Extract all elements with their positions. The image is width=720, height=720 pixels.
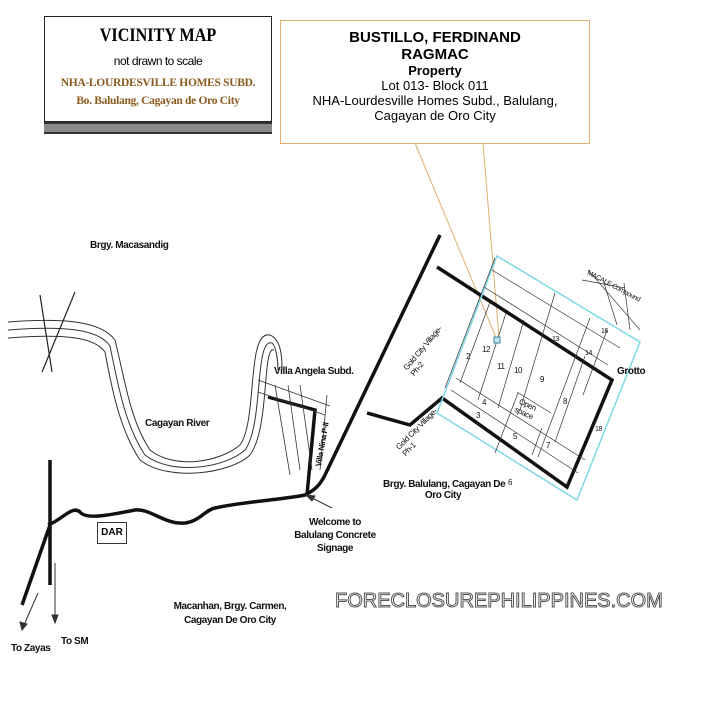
callout-lines [414, 142, 500, 341]
location-line-1: NHA-LOURDESVILLE HOMES SUBD. [60, 77, 256, 89]
lot-4: 4 [482, 398, 487, 407]
map-title: VICINITY MAP [99, 25, 217, 46]
cagayan-river [7, 319, 283, 474]
watermark: FORECLOSUREPHILIPPINES.COM [335, 590, 664, 613]
lot-7: 7 [546, 441, 551, 450]
owner-line-1: BUSTILLO, FERDINAND [349, 29, 521, 46]
label-to-zayas: To Zayas [11, 643, 51, 654]
title-box: VICINITY MAP not drawn to scale NHA-LOUR… [44, 16, 272, 122]
label-macasandig: Brgy. Macasandig [90, 240, 169, 251]
road-top-left [39, 291, 76, 373]
lot-11: 11 [497, 362, 505, 371]
address-line-1: NHA-Lourdesville Homes Subd., Balulang, [312, 93, 558, 108]
lot-9: 9 [540, 375, 545, 384]
title-box-shadow [44, 122, 272, 134]
label-to-sm: To SM [61, 636, 89, 647]
label-balulang-1: Brgy. Balulang, Cagayan De [383, 479, 506, 490]
label-villa-angela: Villa Angela Subd. [274, 366, 354, 377]
welcome-line-3: Signage [316, 543, 354, 554]
subdivision-boundary [436, 254, 641, 502]
lot-12: 12 [482, 345, 491, 354]
location-line-2: Bo. Balulang, Cagayan de Oro City [76, 95, 240, 107]
welcome-line-2: Balulang Concrete [294, 530, 376, 541]
lot-3: 3 [476, 411, 481, 420]
map-subtitle: not drawn to scale [113, 54, 203, 68]
dar-box: DAR [97, 522, 127, 544]
property-marker [493, 336, 501, 344]
label-welcome-signage: Welcome to Balulang Concrete Signage [292, 516, 378, 555]
label-cagayan-river: Cagayan River [145, 418, 210, 429]
lot-block: Lot 013- Block 011 [381, 78, 489, 93]
lot-5: 5 [513, 432, 518, 441]
property-box: BUSTILLO, FERDINAND RAGMAC Property Lot … [280, 20, 590, 144]
lot-8: 8 [563, 397, 568, 406]
label-stray-6: 6 [508, 478, 513, 487]
lot-14: 14 [585, 350, 592, 357]
label-balulang: Brgy. Balulang, Cagayan De Oro City [383, 479, 506, 501]
macanhan-line-2: Cagayan De Oro City [184, 615, 276, 626]
direction-arrows [19, 494, 333, 632]
address-line-2: Cagayan de Oro City [374, 108, 496, 123]
lot-18: 18 [595, 426, 602, 433]
lot-2: 2 [466, 352, 471, 361]
lot-10: 10 [514, 366, 523, 375]
lot-grid [444, 257, 641, 474]
macanhan-line-1: Macanhan, Brgy. Carmen, [173, 601, 287, 612]
lot-16: 16 [601, 328, 608, 335]
owner-line-2: RAGMAC [401, 46, 469, 63]
label-macanhan: Macanhan, Brgy. Carmen, Cagayan De Oro C… [170, 600, 290, 628]
property-label: Property [408, 63, 462, 78]
side-streets [257, 379, 331, 476]
lot-13: 13 [552, 336, 559, 343]
label-grotto: Grotto [617, 366, 646, 377]
welcome-line-1: Welcome to [309, 517, 361, 528]
label-balulang-2: Oro City [424, 490, 462, 501]
